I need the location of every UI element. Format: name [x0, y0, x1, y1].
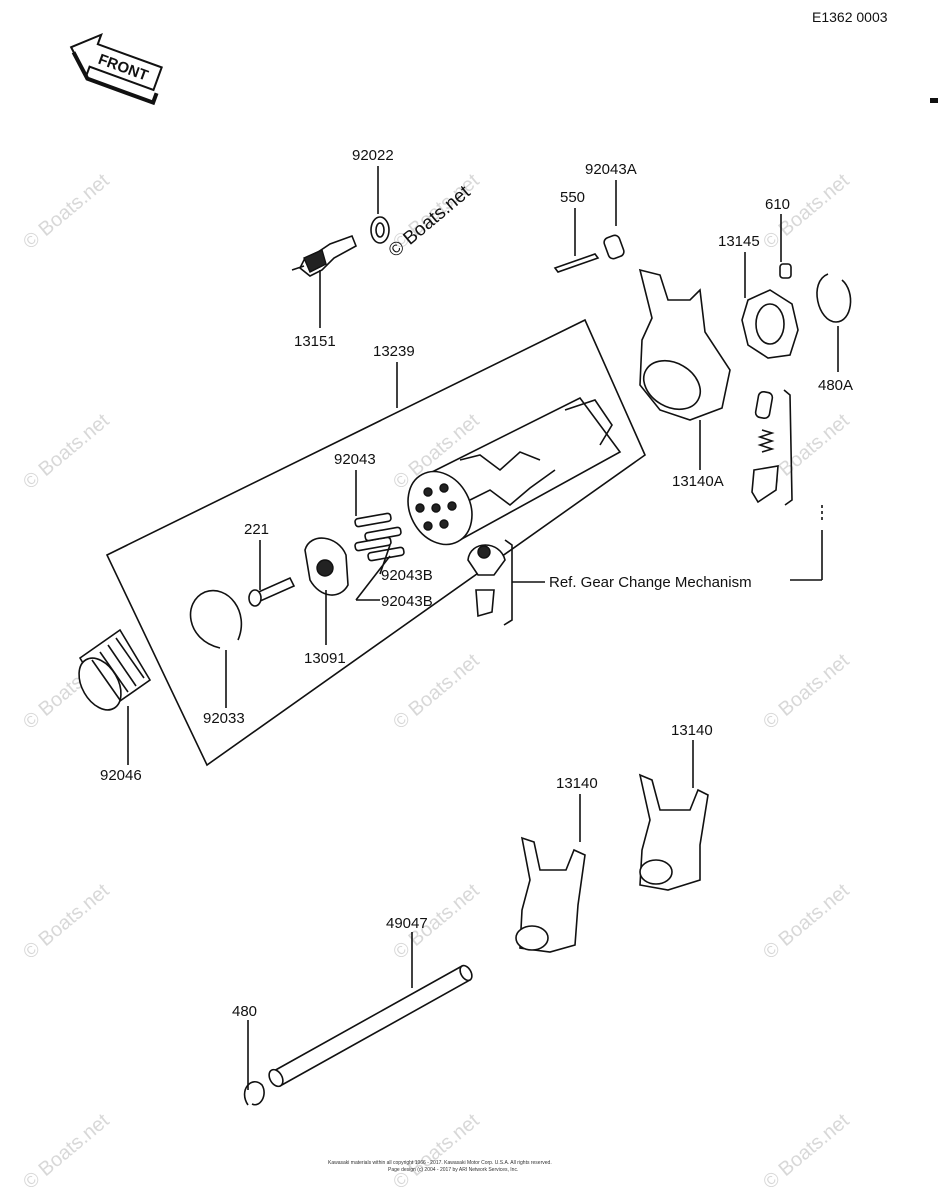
neutral-switch — [291, 234, 358, 277]
detent-pin — [754, 390, 774, 420]
watermark: © Boats.net — [759, 1109, 854, 1193]
leader-lines — [127, 166, 839, 1090]
needle-bearing — [78, 628, 152, 711]
circlip-480 — [243, 1081, 265, 1106]
ref-label: Ref. Gear Change Mechanism — [549, 574, 752, 591]
ref-plate — [467, 544, 506, 576]
watermark: © Boats.net — [389, 649, 484, 733]
label-480: 480 — [232, 1003, 257, 1020]
watermark: © Boats.net — [19, 409, 114, 493]
label-92043B-1: 92043B — [381, 567, 433, 584]
watermark: © Boats.net — [759, 649, 854, 733]
pins-92043 — [354, 512, 405, 562]
label-480A: 480A — [818, 377, 853, 394]
label-92022: 92022 — [352, 147, 394, 164]
label-49047: 49047 — [386, 915, 428, 932]
part-labels: 92022 13151 13239 92043A 550 610 13145 4… — [100, 147, 853, 1020]
watermark: © Boats.net — [19, 879, 114, 963]
shift-fork-13140-a — [515, 836, 586, 953]
detent-spring — [757, 429, 775, 453]
label-92043: 92043 — [334, 451, 376, 468]
drum-assembly-box — [105, 318, 646, 767]
label-92046: 92046 — [100, 767, 142, 784]
shift-fork-13140-b — [638, 773, 709, 891]
circlip-92033 — [189, 589, 243, 649]
shift-fork-13140A — [638, 268, 731, 421]
label-92043A: 92043A — [585, 161, 637, 178]
plate-13091 — [304, 537, 349, 596]
watermark: © Boats.net — [19, 169, 114, 253]
pin-610 — [779, 263, 792, 279]
label-13140A: 13140A — [672, 473, 724, 490]
watermark: © Boats.net — [389, 1109, 484, 1193]
label-550: 550 — [560, 189, 585, 206]
watermark: © Boats.net — [19, 1109, 114, 1193]
diagram-code: E1362 0003 — [812, 9, 888, 25]
label-92033: 92033 — [203, 710, 245, 727]
footer-page-design: Page design (c) 2004 - 2017 by ARI Netwo… — [388, 1167, 518, 1173]
label-92043B-2: 92043B — [381, 593, 433, 610]
label-13140-2: 13140 — [671, 722, 713, 739]
pin-92043A — [603, 234, 625, 260]
ref-bolt — [475, 589, 495, 618]
footer-copyright: Kawasaki materials within all copyright … — [328, 1160, 552, 1166]
label-13091: 13091 — [304, 650, 346, 667]
circlip-480A — [816, 273, 852, 323]
label-13145: 13145 — [718, 233, 760, 250]
shift-rod — [268, 964, 473, 1088]
label-13151: 13151 — [294, 333, 336, 350]
label-13239: 13239 — [373, 343, 415, 360]
label-221: 221 — [244, 521, 269, 538]
shift-drum — [407, 396, 622, 546]
label-13140-1: 13140 — [556, 775, 598, 792]
front-arrow-icon: FRONT — [69, 32, 163, 106]
edge-mark — [930, 98, 938, 103]
label-610: 610 — [765, 196, 790, 213]
detent-bolt — [751, 465, 779, 504]
watermark: © Boats.net — [385, 181, 475, 262]
pin-550 — [553, 253, 600, 273]
watermark: © Boats.net — [759, 879, 854, 963]
